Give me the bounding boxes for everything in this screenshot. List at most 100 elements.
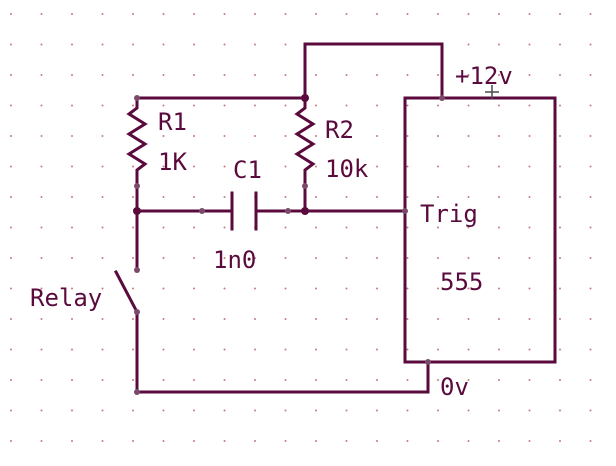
grid-dot bbox=[284, 440, 287, 442]
grid-dot bbox=[406, 165, 409, 168]
grid-dot bbox=[71, 165, 73, 168]
grid-dot bbox=[223, 287, 226, 290]
grid-dot bbox=[315, 226, 317, 229]
grid-dot bbox=[559, 43, 561, 46]
ic-555-body[interactable] bbox=[403, 96, 557, 364]
grid-dot bbox=[40, 318, 43, 320]
grid-dot bbox=[10, 318, 12, 320]
grid-dot bbox=[162, 74, 165, 76]
grid-dot bbox=[498, 104, 500, 107]
grid-dot bbox=[528, 287, 531, 290]
grid-dot bbox=[132, 104, 134, 107]
grid-dot bbox=[71, 409, 73, 412]
grid-dot bbox=[101, 74, 104, 76]
grid-dot bbox=[101, 440, 104, 442]
grid-dot bbox=[315, 287, 317, 290]
grid-dot bbox=[71, 74, 73, 76]
grid-dot bbox=[101, 13, 104, 15]
grid-dot bbox=[437, 287, 439, 290]
grid-dot bbox=[223, 257, 226, 259]
ground-label: 0v bbox=[440, 373, 469, 401]
grid-dot bbox=[284, 226, 287, 229]
resistor-r1[interactable] bbox=[126, 96, 148, 188]
grid-dot bbox=[10, 287, 12, 290]
resistor-r2[interactable] bbox=[294, 96, 316, 188]
r1-ref-label: R1 bbox=[158, 108, 187, 136]
grid-dot bbox=[40, 409, 43, 412]
grid-dot bbox=[101, 135, 104, 137]
grid-dot bbox=[528, 257, 531, 259]
grid-dot bbox=[223, 74, 226, 76]
grid-dot bbox=[40, 440, 43, 442]
grid-dot bbox=[132, 226, 134, 229]
grid-dot bbox=[498, 226, 500, 229]
grid-dot bbox=[559, 104, 561, 107]
grid-dot bbox=[345, 348, 348, 351]
grid-dot bbox=[315, 318, 317, 320]
capacitor-c1[interactable] bbox=[230, 191, 258, 231]
grid-dot bbox=[467, 440, 470, 442]
grid-dot bbox=[10, 104, 12, 107]
grid-dot bbox=[284, 196, 287, 198]
grid-dot bbox=[10, 43, 12, 46]
grid-dot bbox=[132, 165, 134, 168]
wire-supply-loop[interactable] bbox=[303, 42, 444, 100]
grid-dot bbox=[467, 379, 470, 381]
grid-dot bbox=[559, 74, 561, 76]
grid-dot bbox=[254, 287, 256, 290]
grid-dot bbox=[254, 43, 256, 46]
grid-dot bbox=[132, 440, 134, 442]
grid-dot bbox=[437, 165, 439, 168]
grid-dot bbox=[10, 165, 12, 168]
grid-dot bbox=[132, 257, 134, 259]
grid-dot bbox=[406, 196, 409, 198]
grid-dot bbox=[101, 226, 104, 229]
grid-dot bbox=[376, 348, 378, 351]
grid-dot bbox=[437, 196, 439, 198]
grid-dot bbox=[589, 74, 592, 76]
crosshair-cursor-icon bbox=[485, 85, 499, 99]
grid-dot bbox=[406, 13, 409, 15]
grid-dot bbox=[193, 165, 195, 168]
grid-dot bbox=[528, 379, 531, 381]
grid-dot bbox=[345, 318, 348, 320]
grid-dot bbox=[345, 74, 348, 76]
wire-left-lower[interactable] bbox=[135, 310, 430, 394]
grid-dot bbox=[345, 196, 348, 198]
grid-dot bbox=[406, 409, 409, 412]
grid-dot bbox=[589, 348, 592, 351]
r1-value-label: 1K bbox=[158, 148, 187, 176]
grid-dot bbox=[162, 409, 165, 412]
grid-dot bbox=[40, 43, 43, 46]
grid-dot bbox=[315, 440, 317, 442]
grid-dot bbox=[284, 135, 287, 137]
grid-dot bbox=[101, 318, 104, 320]
grid-dot bbox=[559, 165, 561, 168]
grid-dot bbox=[284, 43, 287, 46]
grid-dot bbox=[376, 196, 378, 198]
grid-dot bbox=[223, 409, 226, 412]
relay-switch[interactable] bbox=[113, 269, 140, 315]
grid-dot bbox=[10, 379, 12, 381]
grid-dot bbox=[406, 74, 409, 76]
grid-dot bbox=[559, 13, 561, 15]
grid-dot bbox=[315, 165, 317, 168]
grid-dot bbox=[376, 440, 378, 442]
grid-dot bbox=[437, 348, 439, 351]
grid-dot bbox=[223, 226, 226, 229]
grid-dot bbox=[376, 409, 378, 412]
grid-dot bbox=[71, 379, 73, 381]
grid-dot bbox=[467, 13, 470, 15]
grid-dot bbox=[437, 257, 439, 259]
grid-dot bbox=[223, 104, 226, 107]
grid-dot bbox=[406, 257, 409, 259]
ic-name-label: 555 bbox=[440, 268, 483, 296]
grid-dot bbox=[162, 287, 165, 290]
grid-dot bbox=[71, 196, 73, 198]
grid-dot bbox=[437, 74, 439, 76]
grid-dot bbox=[528, 318, 531, 320]
grid-dot bbox=[498, 287, 500, 290]
grid-dot bbox=[437, 13, 439, 15]
grid-dot bbox=[528, 409, 531, 412]
